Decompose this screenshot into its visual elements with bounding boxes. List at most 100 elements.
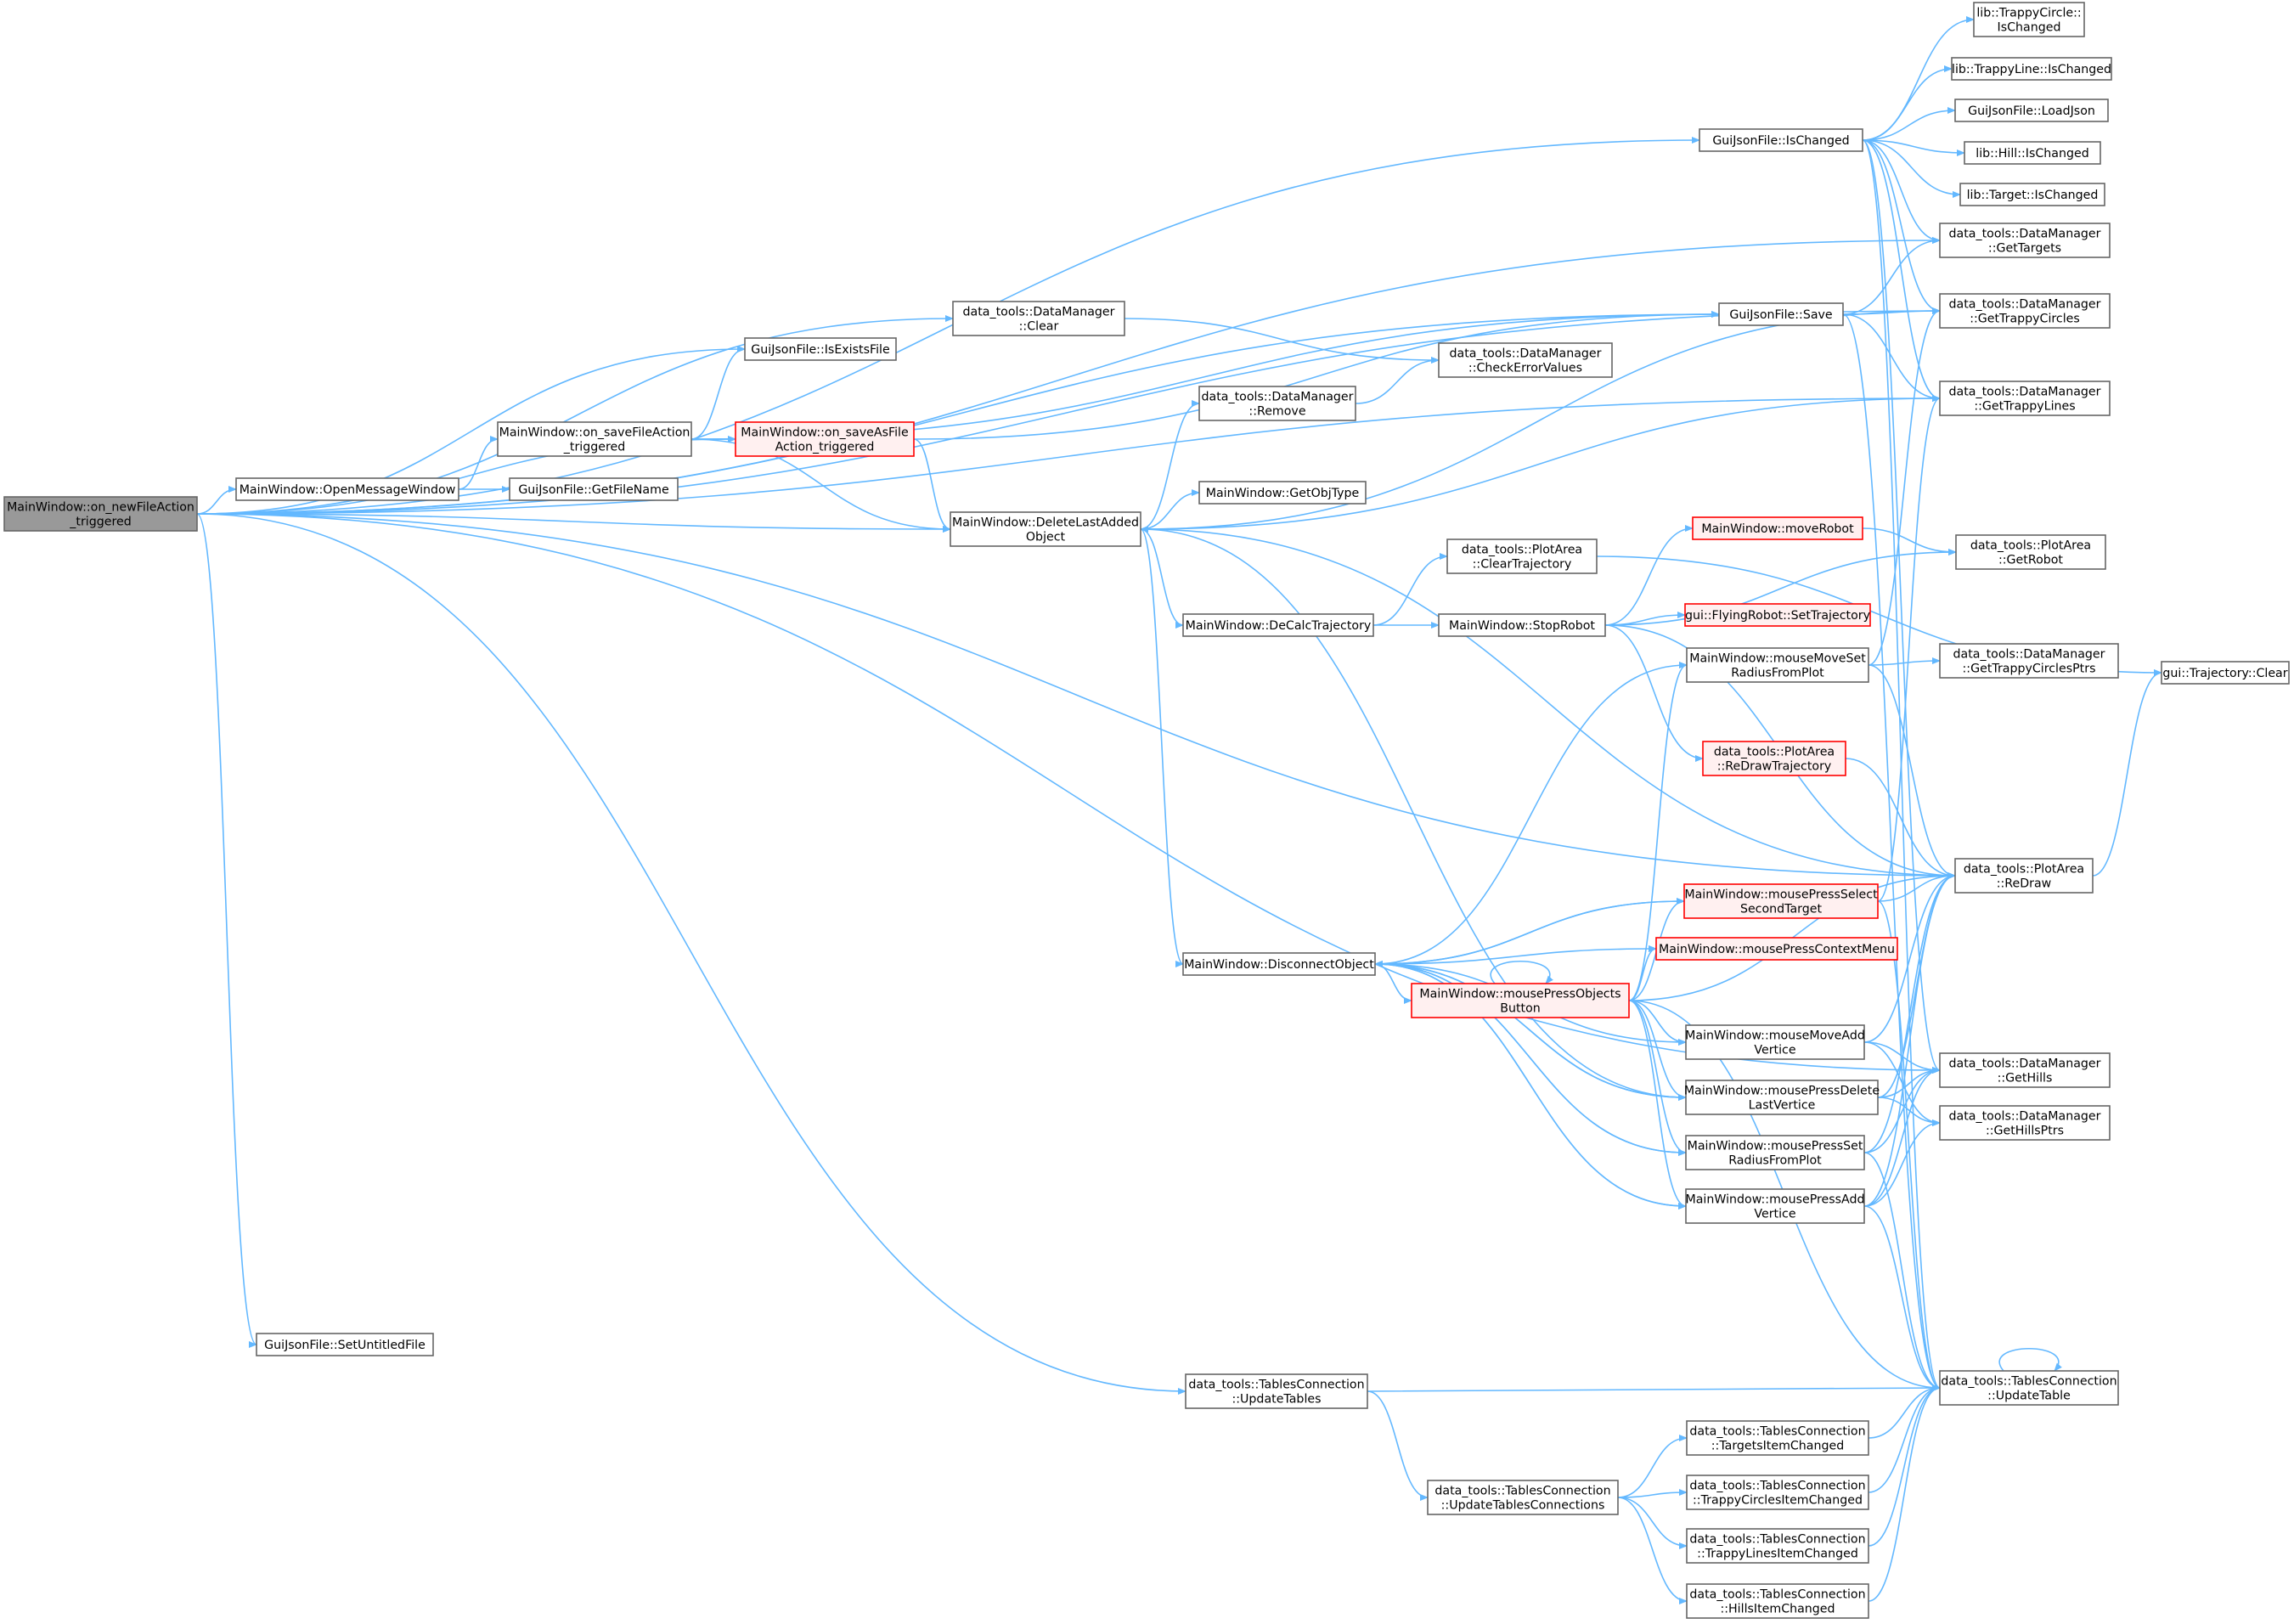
node-box[interactable]	[1683, 883, 1879, 919]
node-lineChanged[interactable]: lib::TrappyLine::IsChanged	[1951, 57, 2112, 81]
node-box[interactable]	[1438, 342, 1613, 378]
node-getHillsPtrs[interactable]: data_tools::DataManager::GetHillsPtrs	[1939, 1105, 2111, 1141]
node-disconnect[interactable]: MainWindow::DisconnectObject	[1182, 952, 1376, 976]
node-redrawTraj[interactable]: data_tools::PlotArea::ReDrawTrajectory	[1702, 741, 1846, 776]
node-jsonSave[interactable]: GuiJsonFile::Save	[1718, 302, 1844, 326]
node-box[interactable]	[1685, 1080, 1879, 1115]
node-tablesUpdate[interactable]: data_tools::TablesConnection::UpdateTabl…	[1185, 1373, 1368, 1409]
node-openMsg[interactable]: MainWindow::OpenMessageWindow	[235, 477, 459, 501]
node-box[interactable]	[1446, 539, 1598, 574]
node-clearTraj[interactable]: data_tools::PlotArea::ClearTrajectory	[1446, 539, 1598, 574]
node-getRobot[interactable]: data_tools::PlotArea::GetRobot	[1955, 534, 2106, 570]
node-box[interactable]	[1959, 183, 2105, 206]
node-box[interactable]	[1955, 534, 2106, 570]
node-box[interactable]	[1685, 1135, 1865, 1170]
node-box[interactable]	[256, 1333, 434, 1356]
node-checkErr[interactable]: data_tools::DataManager::CheckErrorValue…	[1438, 342, 1613, 378]
node-trajClear[interactable]: gui::Trajectory::Clear	[2161, 661, 2290, 685]
node-box[interactable]	[735, 421, 915, 457]
node-box[interactable]	[1686, 1420, 1869, 1456]
node-box[interactable]	[497, 421, 692, 457]
node-box[interactable]	[1198, 481, 1367, 505]
node-box[interactable]	[1185, 1373, 1368, 1409]
node-box[interactable]	[1939, 223, 2111, 258]
node-box[interactable]	[1182, 952, 1376, 976]
node-redraw[interactable]: data_tools::PlotArea::ReDraw	[1954, 858, 2094, 894]
node-updConn[interactable]: data_tools::TablesConnection::UpdateTabl…	[1427, 1480, 1619, 1515]
node-box[interactable]	[235, 477, 459, 501]
node-box[interactable]	[1686, 1583, 1869, 1619]
node-loadJson[interactable]: GuiJsonFile::LoadJson	[1954, 99, 2109, 122]
node-box[interactable]	[1686, 1475, 1869, 1510]
node-box[interactable]	[1685, 1024, 1865, 1060]
node-deCalc[interactable]: MainWindow::DeCalcTrajectory	[1182, 613, 1374, 637]
node-getHills[interactable]: data_tools::DataManager::GetHills	[1939, 1052, 2111, 1088]
node-hillChanged[interactable]: lib::Hill::IsChanged	[1964, 141, 2101, 165]
node-box[interactable]	[1951, 57, 2112, 81]
node-root[interactable]: MainWindow::on_newFileAction_triggered	[3, 496, 198, 532]
node-box[interactable]	[1182, 613, 1374, 637]
node-saveFile[interactable]: MainWindow::on_saveFileAction_triggered	[497, 421, 692, 457]
node-box[interactable]	[1702, 741, 1846, 776]
node-box[interactable]	[744, 337, 897, 361]
node-getTargets[interactable]: data_tools::DataManager::GetTargets	[1939, 223, 2111, 258]
node-box[interactable]	[1692, 516, 1863, 540]
node-box[interactable]	[1939, 1370, 2119, 1406]
node-getObjType[interactable]: MainWindow::GetObjType	[1198, 481, 1367, 505]
node-hillsItem[interactable]: data_tools::TablesConnection::HillsItemC…	[1686, 1583, 1869, 1619]
node-box[interactable]	[1939, 381, 2111, 416]
node-mpContext[interactable]: MainWindow::mousePressContextMenu	[1655, 937, 1898, 961]
node-box[interactable]	[950, 511, 1141, 547]
node-box[interactable]	[1686, 647, 1869, 683]
node-box[interactable]	[952, 301, 1125, 336]
node-box[interactable]	[1964, 141, 2101, 165]
node-circlesItem[interactable]: data_tools::TablesConnection::TrappyCirc…	[1686, 1475, 1869, 1510]
node-isExists[interactable]: GuiJsonFile::IsExistsFile	[744, 337, 897, 361]
node-box[interactable]	[1684, 603, 1871, 627]
node-saveAs[interactable]: MainWindow::on_saveAsFileAction_triggere…	[735, 421, 915, 457]
node-box[interactable]	[1939, 1052, 2111, 1088]
node-moveRobot[interactable]: MainWindow::moveRobot	[1692, 516, 1863, 540]
node-targetChanged[interactable]: lib::Target::IsChanged	[1959, 183, 2105, 206]
node-getLines[interactable]: data_tools::DataManager::GetTrappyLines	[1939, 381, 2111, 416]
node-box[interactable]	[1954, 99, 2109, 122]
node-box[interactable]	[1939, 643, 2119, 679]
node-stopRobot[interactable]: MainWindow::StopRobot	[1438, 613, 1606, 637]
node-getFileName[interactable]: GuiJsonFile::GetFileName	[509, 477, 679, 501]
node-jsonIsChanged[interactable]: GuiJsonFile::IsChanged	[1699, 128, 1863, 152]
node-box[interactable]	[1699, 128, 1863, 152]
node-linesItem[interactable]: data_tools::TablesConnection::TrappyLine…	[1686, 1528, 1869, 1564]
node-setTraj[interactable]: gui::FlyingRobot::SetTrajectory	[1684, 603, 1871, 627]
node-box[interactable]	[1686, 1528, 1869, 1564]
node-box[interactable]	[1438, 613, 1606, 637]
node-box[interactable]	[1954, 858, 2094, 894]
node-box[interactable]	[1973, 2, 2085, 37]
node-setUntitled[interactable]: GuiJsonFile::SetUntitledFile	[256, 1333, 434, 1356]
node-box[interactable]	[1939, 1105, 2111, 1141]
node-getCirclesPtrs[interactable]: data_tools::DataManager::GetTrappyCircle…	[1939, 643, 2119, 679]
node-getCircles[interactable]: data_tools::DataManager::GetTrappyCircle…	[1939, 293, 2111, 329]
node-box[interactable]	[1198, 386, 1356, 421]
node-dmRemove[interactable]: data_tools::DataManager::Remove	[1198, 386, 1356, 421]
node-box[interactable]	[1411, 983, 1630, 1018]
node-dmClear[interactable]: data_tools::DataManager::Clear	[952, 301, 1125, 336]
node-box[interactable]	[2161, 661, 2290, 685]
node-box[interactable]	[509, 477, 679, 501]
node-box[interactable]	[1655, 937, 1898, 961]
node-box[interactable]	[1427, 1480, 1619, 1515]
node-updateTable[interactable]: data_tools::TablesConnection::UpdateTabl…	[1939, 1370, 2119, 1406]
node-box[interactable]	[3, 496, 198, 532]
node-targetsItem[interactable]: data_tools::TablesConnection::TargetsIte…	[1686, 1420, 1869, 1456]
node-circleChanged[interactable]: lib::TrappyCircle::IsChanged	[1973, 2, 2085, 37]
node-box[interactable]	[1939, 293, 2111, 329]
node-box[interactable]	[1685, 1188, 1865, 1224]
node-box[interactable]	[1718, 302, 1844, 326]
